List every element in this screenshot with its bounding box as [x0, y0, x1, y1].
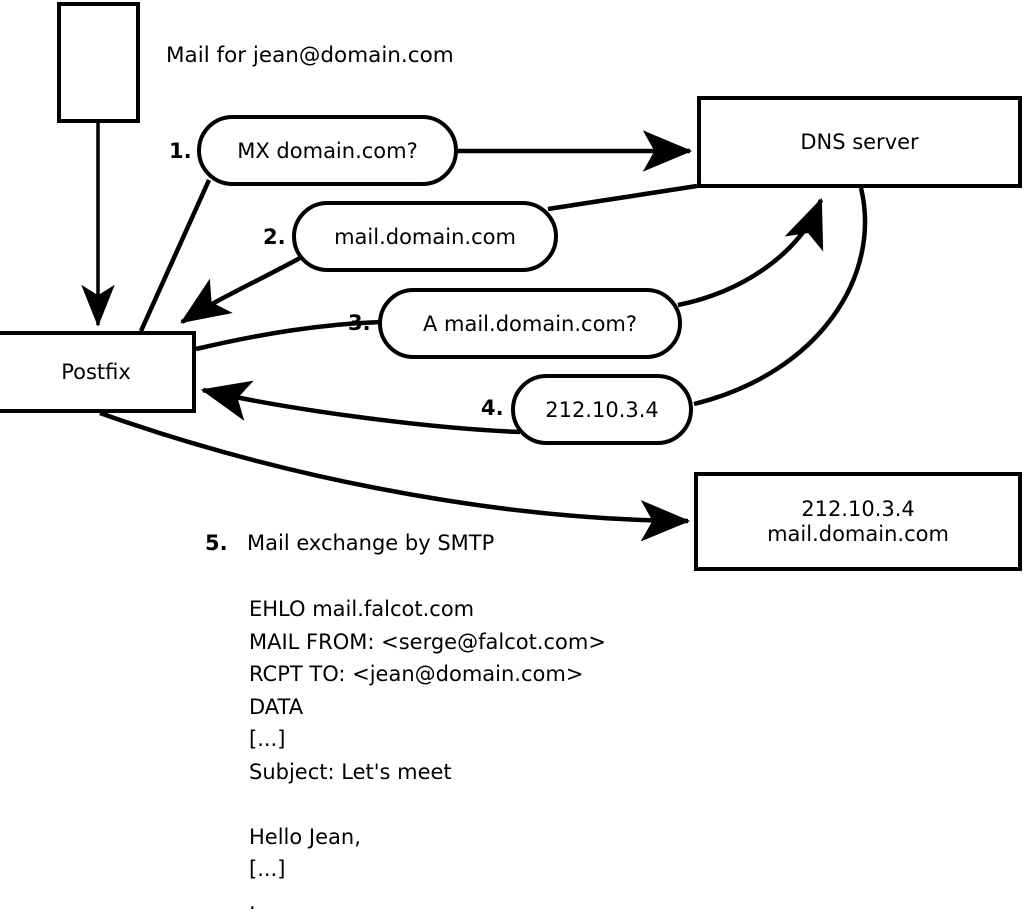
step-3-bubble: A mail.domain.com? [378, 288, 682, 359]
connector-step4-dns-to-bubble [693, 187, 868, 407]
step-1-bubble-label: MX domain.com? [237, 138, 418, 163]
step-2-bubble: mail.domain.com [292, 201, 558, 272]
smtp-transcript: EHLO mail.falcot.com MAIL FROM: <serge@f… [249, 597, 606, 914]
postfix-node: Postfix [0, 331, 196, 413]
connector-step1-postfix-to-bubble [138, 179, 212, 332]
connector-step4-bubble-to-postfix [200, 380, 521, 435]
step-5-number: 5. [205, 531, 228, 555]
step-3-bubble-label: A mail.domain.com? [422, 311, 638, 336]
postfix-label: Postfix [61, 359, 131, 384]
mail-source-box [57, 2, 140, 123]
mail-target-ip: 212.10.3.4 [801, 496, 915, 521]
mail-for-label: Mail for jean@domain.com [166, 43, 454, 68]
dns-server-label: DNS server [800, 129, 919, 154]
step-2-bubble-label: mail.domain.com [334, 224, 516, 249]
step-4-bubble: 212.10.3.4 [511, 374, 693, 445]
connector-step3-bubble-to-dns [677, 197, 824, 308]
connector-step2-bubble-to-postfix [180, 256, 302, 324]
dns-server-node: DNS server [697, 96, 1022, 188]
mail-target-node: 212.10.3.4 mail.domain.com [694, 472, 1022, 571]
step-1-number: 1. [169, 139, 192, 163]
step-3-number: 3. [348, 311, 371, 335]
step-5-label: Mail exchange by SMTP [247, 531, 495, 555]
connector-step2-dns-to-bubble [547, 183, 698, 212]
step-1-bubble: MX domain.com? [197, 115, 458, 186]
step-4-bubble-label: 212.10.3.4 [545, 397, 659, 422]
step-4-number: 4. [481, 396, 504, 420]
mail-target-host: mail.domain.com [767, 521, 949, 546]
step-2-number: 2. [263, 225, 286, 249]
